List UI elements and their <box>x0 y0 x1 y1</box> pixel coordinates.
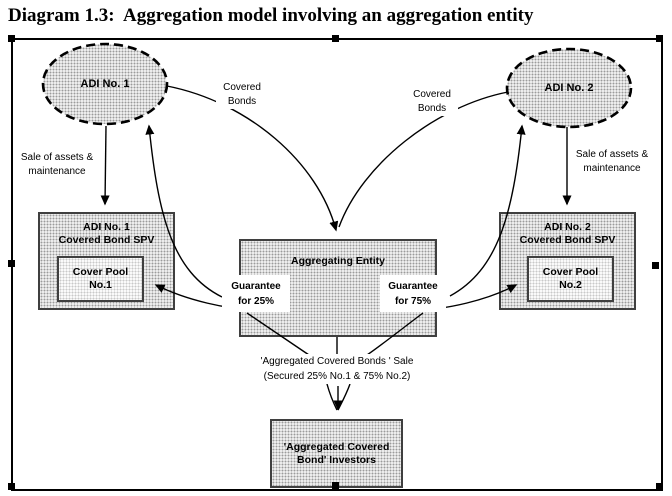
adi2-label: ADI No. 2 <box>544 81 594 94</box>
diagram-title: Diagram 1.3: Aggregation model involving… <box>8 5 534 26</box>
pool2-box: Cover Pool No.2 <box>527 256 614 302</box>
spv1-label-line2: Covered Bond SPV <box>58 234 155 246</box>
covered-bonds-left-line1: Covered <box>223 82 261 93</box>
selection-handle-bottom-center[interactable] <box>332 482 339 489</box>
adi2-ellipse-outline <box>505 47 633 129</box>
spv2-label-line2: Covered Bond SPV <box>519 234 616 246</box>
line-right-to-sale <box>366 312 424 356</box>
covered-bonds-right-label: Covered Bonds <box>406 88 458 116</box>
selection-handle-top-left[interactable] <box>8 35 15 42</box>
spv2-box: ADI No. 2 Covered Bond SPV Cover Pool No… <box>499 212 636 310</box>
spv1-label: ADI No. 1 Covered Bond SPV <box>40 221 173 247</box>
covered-bonds-left-label: Covered Bonds <box>216 81 268 109</box>
aggregating-entity-label: Aggregating Entity <box>291 255 385 267</box>
spv1-label-line1: ADI No. 1 <box>83 221 130 233</box>
covered-bonds-left-line2: Bonds <box>227 96 257 107</box>
aggregated-sale-label: 'Aggregated Covered Bonds ' Sale (Secure… <box>222 354 452 384</box>
guarantee-75-line2: for 75% <box>394 295 432 307</box>
spv2-label: ADI No. 2 Covered Bond SPV <box>501 221 634 247</box>
guarantee-75-label: Guarantee for 75% <box>380 275 446 312</box>
adi2-ellipse: ADI No. 2 <box>507 49 631 127</box>
pool1-label-line1: Cover Pool <box>72 266 129 278</box>
sale-assets-right-line1: Sale of assets & <box>575 149 649 160</box>
pool2-label: Cover Pool No.2 <box>543 266 598 292</box>
spv2-label-line1: ADI No. 2 <box>544 221 591 233</box>
sale-assets-right-line2: maintenance <box>583 163 641 174</box>
investors-label-line1: 'Aggregated Covered <box>283 440 390 453</box>
sale-assets-left-line1: Sale of assets & <box>20 152 94 163</box>
arrow-spv2-to-adi2 <box>449 124 526 297</box>
investors-label-line2: Bond' Investors <box>297 453 376 466</box>
line-sale-to-investors-right <box>337 383 351 411</box>
pool1-label-line2: No.1 <box>89 279 112 291</box>
line-sale-to-investors-left <box>326 383 338 411</box>
investors-label: 'Aggregated Covered Bond' Investors <box>284 441 390 467</box>
sale-assets-left-label: Sale of assets & maintenance <box>10 151 104 179</box>
arrow-covered-bonds-right <box>338 91 509 228</box>
guarantee-25-line2: for 25% <box>237 295 275 307</box>
arrow-spv1-to-adi1 <box>145 124 223 298</box>
aggregated-sale-line1: 'Aggregated Covered Bonds ' Sale <box>260 356 414 367</box>
selection-handle-middle-right[interactable] <box>652 262 659 269</box>
spv1-box: ADI No. 1 Covered Bond SPV Cover Pool No… <box>38 212 175 310</box>
pool2-label-line2: No.2 <box>559 279 582 291</box>
pool1-box: Cover Pool No.1 <box>57 256 144 302</box>
adi1-ellipse: ADI No. 1 <box>43 44 167 124</box>
covered-bonds-right-line2: Bonds <box>417 103 447 114</box>
selection-handle-bottom-right[interactable] <box>656 483 663 490</box>
arrow-adi1-to-spv1 <box>100 125 110 206</box>
arrow-covered-bonds-left <box>166 85 339 232</box>
sale-assets-right-label: Sale of assets & maintenance <box>566 148 658 176</box>
selection-handle-middle-left[interactable] <box>8 260 15 267</box>
guarantee-25-label: Guarantee for 25% <box>222 275 290 312</box>
investors-box: 'Aggregated Covered Bond' Investors <box>270 419 403 488</box>
line-left-to-sale <box>246 312 310 356</box>
sale-assets-left-line2: maintenance <box>28 166 86 177</box>
covered-bonds-right-line1: Covered <box>413 89 451 100</box>
selection-handle-bottom-left[interactable] <box>8 483 15 490</box>
guarantee-75-line1: Guarantee <box>388 280 438 292</box>
pool1-label: Cover Pool No.1 <box>73 266 128 292</box>
selection-handle-top-center[interactable] <box>332 35 339 42</box>
aggregated-sale-line2: (Secured 25% No.1 & 75% No.2) <box>263 371 411 382</box>
selection-handle-top-right[interactable] <box>656 35 663 42</box>
adi1-ellipse-outline <box>41 42 169 126</box>
adi1-label: ADI No. 1 <box>80 77 130 90</box>
guarantee-25-line1: Guarantee <box>231 280 281 292</box>
pool2-label-line1: Cover Pool <box>542 266 599 278</box>
